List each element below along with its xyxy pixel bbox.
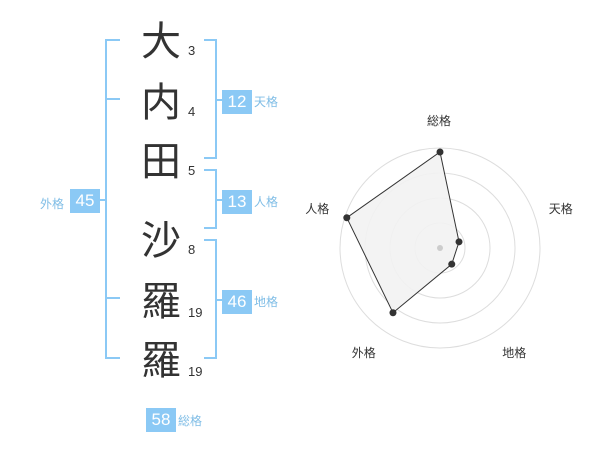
soukaku-label: 総格: [178, 414, 203, 428]
stroke-count-5: 19: [188, 305, 203, 320]
gaikaku-label: 外格: [40, 197, 65, 211]
name-char-2: 内: [141, 80, 181, 126]
radar-center-dot: [437, 245, 443, 251]
jinkaku-badge: 13: [222, 190, 252, 214]
gaikaku-badge: 45: [70, 189, 100, 213]
radar-axis-label-1: 総格: [427, 114, 452, 128]
chikaku-badge: 46: [222, 290, 252, 314]
stroke-count-3: 5: [188, 163, 196, 178]
radar-point-2: [455, 238, 463, 246]
name-char-1: 大: [141, 19, 181, 65]
name-char-4: 沙: [141, 218, 181, 264]
radar-point-1: [436, 148, 444, 156]
soukaku-badge: 58: [146, 408, 176, 432]
radar-axis-label-4: 外格: [351, 345, 376, 360]
name-char-3: 田: [141, 139, 181, 185]
chikaku-label: 地格: [254, 295, 279, 309]
radar-polygon: [346, 151, 460, 314]
tenkaku-label: 天格: [254, 95, 279, 109]
radar-axis-label-3: 地格: [502, 345, 527, 360]
jinkaku-label: 人格: [254, 195, 279, 209]
stroke-count-6: 19: [188, 364, 203, 379]
stroke-count-2: 4: [188, 104, 196, 119]
name-char-5: 羅: [141, 279, 181, 325]
tenkaku-badge: 12: [222, 90, 252, 114]
radar-axis-label-5: 人格: [305, 202, 330, 217]
radar-ring: [339, 147, 541, 349]
stroke-count-4: 8: [188, 242, 196, 257]
stroke-count-1: 3: [188, 43, 196, 58]
name-char-6: 羅: [141, 338, 181, 384]
radar-point-4: [389, 309, 397, 317]
radar-point-3: [448, 260, 456, 268]
radar-axis-label-2: 天格: [548, 202, 573, 217]
radar-point-5: [343, 214, 351, 222]
